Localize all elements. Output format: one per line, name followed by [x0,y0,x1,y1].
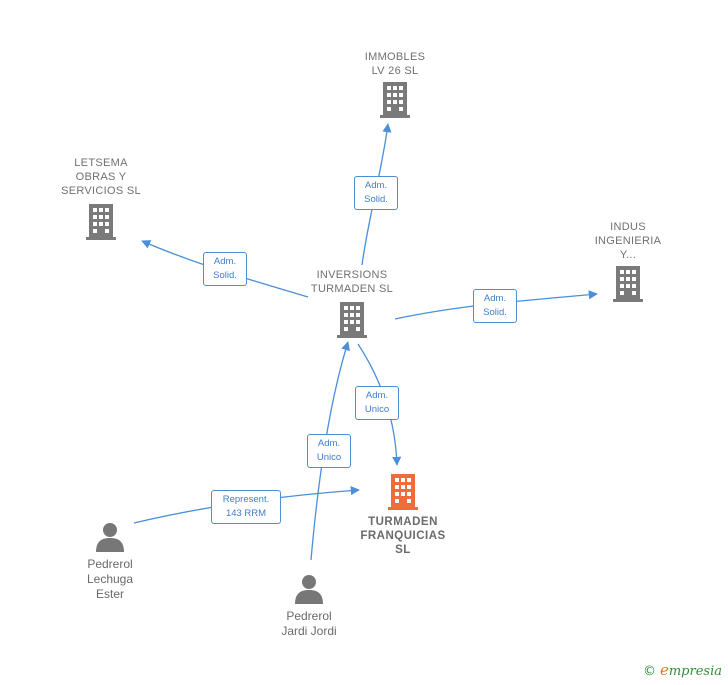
person-icon [96,523,124,552]
node-indus[interactable]: INDUS INGENIERIA Y... [578,220,678,302]
building-icon [86,204,116,240]
copyright-symbol: © [642,664,656,679]
person-icon [295,575,323,604]
node-letsema-label: LETSEMA OBRAS Y SERVICIOS SL [61,157,141,197]
node-immobles[interactable]: IMMOBLES LV 26 SL [345,50,445,118]
brand-initial: e [659,661,669,679]
building-icon [388,474,418,510]
node-inversions-label: INVERSIONS TURMADEN SL [310,269,394,295]
edge-label-to-immobles[interactable]: Adm. Solid. [354,176,398,210]
brand-logo[interactable]: ©empresia [643,661,722,679]
building-icon [380,82,410,118]
node-turmaden[interactable]: TURMADEN FRANQUICIAS SL [348,474,458,557]
edge-label-to-turmaden[interactable]: Adm. Unico [355,386,399,420]
building-icon [613,266,643,302]
node-inversions[interactable]: INVERSIONS TURMADEN SL [296,268,408,338]
brand-name: mpresia [668,664,722,679]
edge-label-jardi-inversions[interactable]: Adm. Unico [307,434,351,468]
edge-label-lechuga-turmaden[interactable]: Represent. 143 RRM [211,490,281,524]
node-letsema[interactable]: LETSEMA OBRAS Y SERVICIOS SL [50,156,152,240]
edge-label-to-indus[interactable]: Adm. Solid. [473,289,517,323]
node-pedrerol-lechuga-label: Pedrerol Lechuga Ester [86,557,134,601]
node-immobles-label: IMMOBLES LV 26 SL [364,51,426,77]
node-pedrerol-jardi-label: Pedrerol Jardi Jordi [281,609,337,638]
node-pedrerol-jardi[interactable]: Pedrerol Jardi Jordi [264,574,354,639]
node-indus-label: INDUS INGENIERIA Y... [594,221,662,261]
node-turmaden-label: TURMADEN FRANQUICIAS SL [360,516,446,556]
edge-label-to-letsema[interactable]: Adm. Solid. [203,252,247,286]
building-icon [337,302,367,338]
node-pedrerol-lechuga[interactable]: Pedrerol Lechuga Ester [70,522,150,602]
